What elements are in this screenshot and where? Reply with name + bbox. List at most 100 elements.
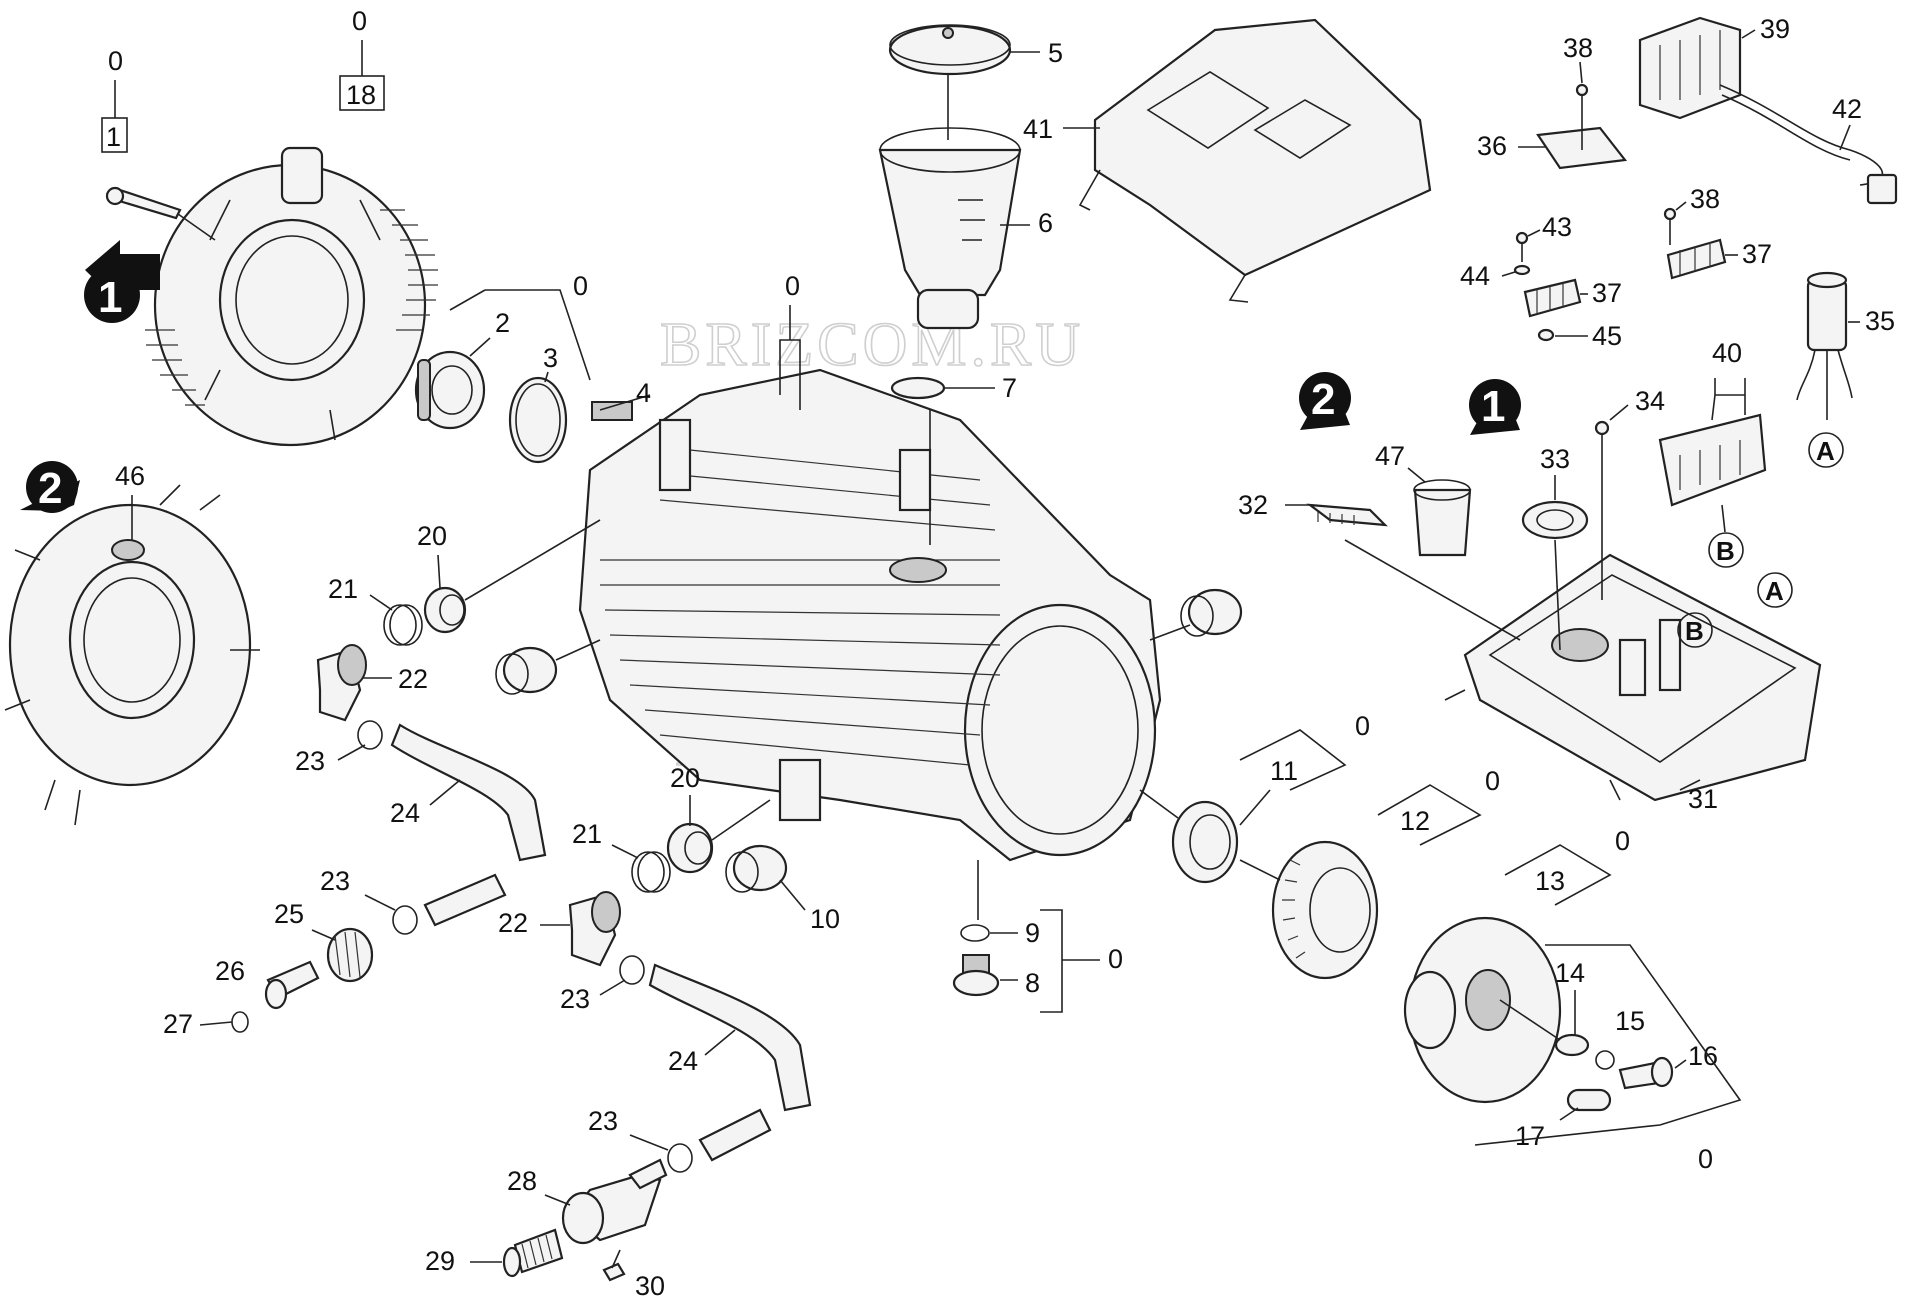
callout-38: 38	[1563, 33, 1593, 63]
valve-body-part	[561, 1158, 668, 1245]
callout-18: 18	[346, 80, 376, 110]
hose-part	[648, 963, 812, 1112]
feather-key-part	[591, 401, 633, 421]
connector-b	[1677, 612, 1713, 648]
callout-38: 38	[1690, 184, 1720, 214]
view-marker-1-left: 1	[84, 240, 160, 323]
callout-40: 40	[1712, 338, 1742, 368]
callout-1: 1	[106, 122, 121, 152]
spring-clip-part	[383, 604, 423, 646]
seal-ring-part	[960, 924, 990, 942]
callout-46: 46	[115, 461, 145, 491]
callout-26: 26	[215, 956, 245, 986]
callout-0: 0	[1355, 711, 1370, 741]
callout-44: 44	[1460, 261, 1490, 291]
callout-0: 0	[352, 6, 367, 36]
callout-23: 23	[295, 746, 325, 776]
callout-45: 45	[1592, 321, 1622, 351]
hose-clamp-part	[619, 955, 645, 985]
pump-housing-part	[578, 368, 1162, 862]
connector-label: A	[1765, 576, 1784, 606]
lock-washer-part	[1595, 1050, 1615, 1070]
screw-part	[105, 186, 216, 241]
hose-part	[423, 873, 507, 927]
callout-20: 20	[670, 763, 700, 793]
screw-part	[1663, 207, 1677, 245]
badge-label: 1	[98, 273, 122, 322]
o-ring-part	[890, 376, 946, 400]
badge-label: 1	[1481, 382, 1505, 431]
capacitor-part	[1796, 271, 1853, 420]
callout-23: 23	[588, 1106, 618, 1136]
o-ring-part	[231, 1011, 249, 1033]
callout-36: 36	[1477, 131, 1507, 161]
pump-cover-part	[4, 484, 260, 826]
grommet-part	[1521, 500, 1589, 540]
callout-3: 3	[543, 343, 558, 373]
key-part	[1566, 1088, 1612, 1112]
hose-clamp-part	[357, 720, 383, 750]
callout-0: 0	[1698, 1144, 1713, 1174]
callout-7: 7	[1002, 373, 1017, 403]
terminal-strip-part	[1666, 238, 1727, 280]
callout-37: 37	[1592, 278, 1622, 308]
callout-21: 21	[572, 819, 602, 849]
terminal-block-part	[1658, 413, 1767, 507]
union-fitting-part	[666, 822, 714, 874]
view-marker-2-right: 2	[1299, 372, 1351, 430]
callout-24: 24	[390, 798, 420, 828]
filter-insert-part	[502, 1228, 564, 1278]
callout-27: 27	[163, 1009, 193, 1039]
callout-41: 41	[1023, 114, 1053, 144]
callout-34: 34	[1635, 386, 1665, 416]
callout-6: 6	[1038, 208, 1053, 238]
motor-switch-part	[1638, 16, 1742, 120]
badge-label: 2	[38, 464, 62, 513]
callout-14: 14	[1555, 958, 1585, 988]
connector-bracket-part	[1306, 503, 1388, 527]
shaft-seal-part	[1171, 800, 1239, 884]
callout-17: 17	[1515, 1121, 1545, 1151]
screw-part	[1515, 231, 1529, 262]
watermark-top: BRIZCOM.RU	[660, 311, 1084, 379]
callout-39: 39	[1760, 14, 1790, 44]
coupling-nut-part	[326, 927, 374, 983]
callout-16: 16	[1688, 1041, 1718, 1071]
terminal-strip-part	[1523, 278, 1582, 318]
callout-11: 11	[1270, 756, 1298, 786]
view-marker-2-left: 2	[20, 461, 80, 513]
callout-31: 31	[1688, 784, 1718, 814]
callout-5: 5	[1048, 38, 1063, 68]
screw-part	[1575, 83, 1589, 150]
callout-42: 42	[1832, 94, 1862, 124]
callout-20: 20	[417, 521, 447, 551]
spring-clip-part	[631, 851, 671, 893]
callout-21: 21	[328, 574, 358, 604]
bolt-part	[1618, 1056, 1674, 1090]
callout-0: 0	[1108, 944, 1123, 974]
callout-0: 0	[108, 46, 123, 76]
callout-22: 22	[398, 664, 428, 694]
callout-47: 47	[1375, 441, 1405, 471]
connector-label: B	[1716, 536, 1735, 566]
connector-b	[1708, 532, 1744, 568]
union-fitting-part	[423, 586, 467, 634]
cap-part	[888, 24, 1012, 76]
motor-flange-part	[145, 146, 438, 447]
callout-15: 15	[1615, 1006, 1645, 1036]
washer-part	[1513, 264, 1531, 276]
view-marker-1-right: 1	[1469, 379, 1521, 435]
callout-32: 32	[1238, 490, 1268, 520]
hose-clamp-part	[392, 905, 418, 935]
callout-29: 29	[425, 1246, 455, 1276]
ball-bearing-part	[414, 350, 486, 430]
washer-part	[1554, 1033, 1590, 1057]
callout-0: 0	[573, 271, 588, 301]
cable-harness-part	[1719, 84, 1898, 205]
callout-43: 43	[1542, 212, 1572, 242]
valve-insert-part	[495, 646, 558, 695]
callout-22: 22	[498, 908, 528, 938]
callout-35: 35	[1865, 306, 1895, 336]
cable-sleeve-part	[1413, 479, 1472, 557]
